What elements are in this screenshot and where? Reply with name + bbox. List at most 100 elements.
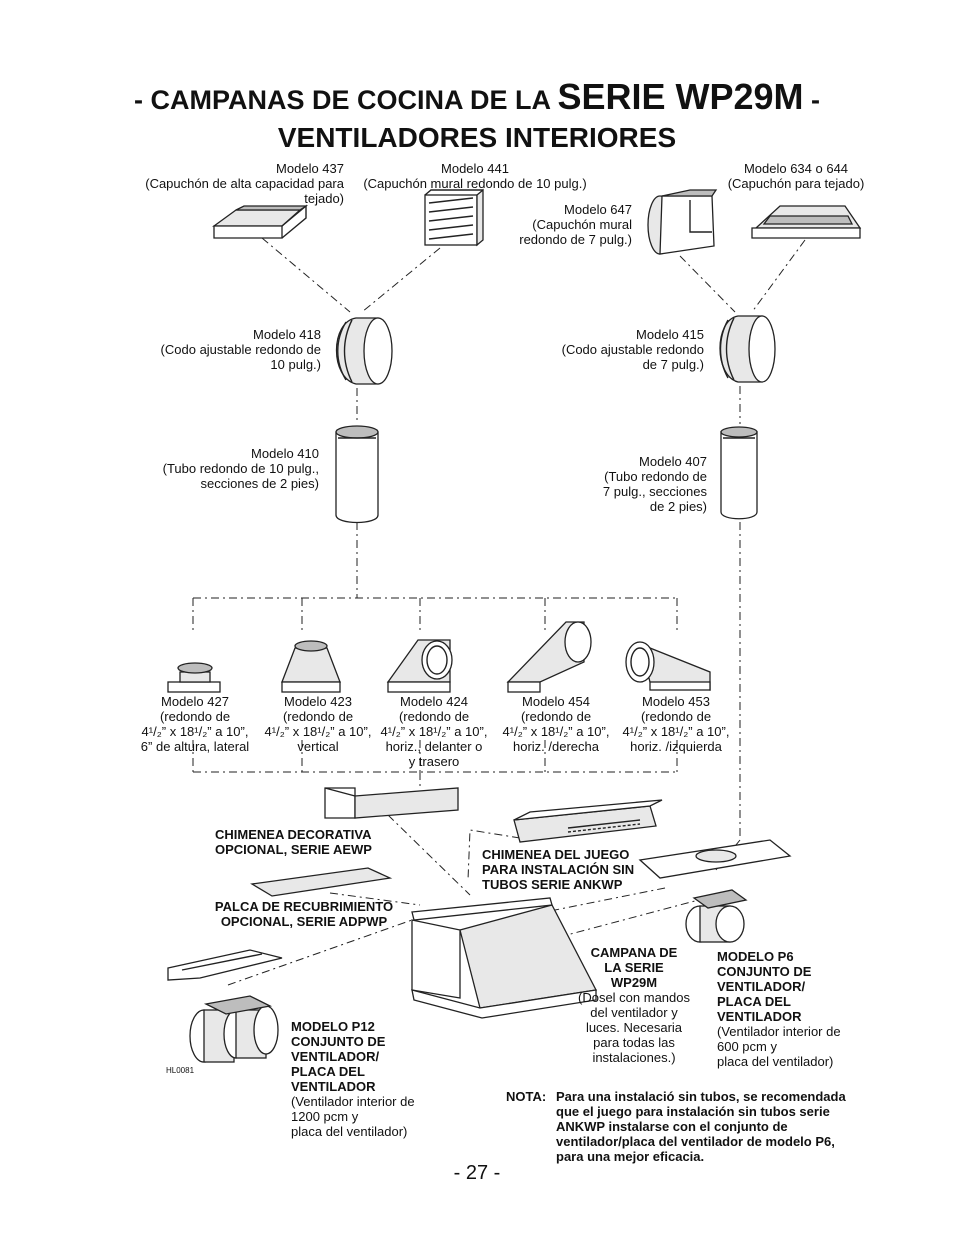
caption-line: CONJUNTO DE <box>717 964 812 979</box>
label-model-634: Modelo 634 o 644 (Capuchón para tejado) <box>716 161 876 191</box>
caption-line: instalaciones.) <box>592 1050 676 1065</box>
caption-p6: MODELO P6 CONJUNTO DE VENTILADOR/ PLACA … <box>717 949 877 1069</box>
page-number: - 27 - <box>453 1162 501 1184</box>
label-model-427: Modelo 427 (redondo de 4¹/₂” x 18¹/₂” a … <box>128 694 262 754</box>
caption-aewp: CHIMENEA DECORATIVA OPCIONAL, SERIE AEWP <box>215 827 395 857</box>
label-model-424: Modelo 424 (redondo de 4¹/₂” x 18¹/₂” a … <box>372 694 496 769</box>
label-line: Modelo 441 <box>441 161 509 176</box>
ankwp-chimney-illustration <box>513 799 663 843</box>
p6-plate-illustration <box>638 839 792 879</box>
adpwp-backsplash-illustration <box>250 867 393 897</box>
aewp-chimney-illustration <box>324 787 459 819</box>
model-453-illustration <box>625 641 711 691</box>
caption-line: MODELO P12 <box>291 1019 375 1034</box>
caption-line: CAMPANA DE <box>590 945 678 960</box>
caption-ankwp: CHIMENEA DEL JUEGO PARA INSTALACIÓN SIN … <box>482 847 662 892</box>
label-line: y trasero <box>408 754 460 769</box>
caption-line: (Ventilador interior de <box>717 1024 841 1039</box>
note-label: NOTA: <box>506 1089 547 1104</box>
caption-line: WP29M <box>610 975 658 990</box>
caption-line: OPCIONAL, SERIE ADPWP <box>220 914 388 929</box>
model-454-illustration <box>506 621 592 693</box>
label-model-423: Modelo 423 (redondo de 4¹/₂” x 18¹/₂” a … <box>256 694 380 754</box>
note-line: ventilador/placa del ventilador de model… <box>556 1134 835 1149</box>
label-model-441: Modelo 441 (Capuchón mural redondo de 10… <box>352 161 598 191</box>
hood-wp29m-illustration <box>411 897 597 1019</box>
caption-line: PARA INSTALACIÓN SIN <box>482 862 635 877</box>
label-line: Modelo 424 <box>400 694 468 709</box>
label-line: Modelo 418 <box>253 327 321 342</box>
label-model-647: Modelo 647 (Capuchón mural redondo de 7 … <box>490 202 632 247</box>
label-line: vertical <box>297 739 339 754</box>
label-line: de 7 pulg.) <box>642 357 704 372</box>
note-line: para una mejor eficacia. <box>556 1149 705 1164</box>
caption-line: del ventilador y <box>590 1005 678 1020</box>
p12-plate-illustration <box>167 949 283 981</box>
label-model-418: Modelo 418 (Codo ajustable redondo de 10… <box>130 327 321 372</box>
caption-line: VENTILADOR <box>291 1079 376 1094</box>
model-410-illustration <box>335 425 379 524</box>
label-model-415: Modelo 415 (Codo ajustable redondo de 7 … <box>530 327 704 372</box>
label-line: 4¹/₂” x 18¹/₂” a 10”, <box>380 724 488 739</box>
figure-code: HL0081 <box>166 1066 195 1075</box>
model-647-illustration <box>647 189 718 255</box>
caption-line: (Ventilador interior de <box>291 1094 415 1109</box>
caption-line: placa del ventilador) <box>291 1124 408 1139</box>
model-427-illustration <box>167 662 221 693</box>
label-line: horiz. /izquierda <box>630 739 722 754</box>
label-line: Modelo 407 <box>639 454 707 469</box>
caption-line: VENTILADOR/ <box>291 1049 380 1064</box>
title-series: SERIE WP29M <box>557 76 804 117</box>
model-424-illustration <box>386 639 453 693</box>
caption-line: CHIMENEA DECORATIVA <box>215 827 372 842</box>
caption-line: TUBOS SERIE ANKWP <box>482 877 623 892</box>
caption-line: PLACA DEL <box>717 994 791 1009</box>
title-prefix: - CAMPANAS DE COCINA DE LA <box>133 85 558 115</box>
label-line: Modelo 453 <box>642 694 710 709</box>
p6-blower-illustration <box>685 889 748 943</box>
caption-line: OPCIONAL, SERIE AEWP <box>215 842 372 857</box>
caption-line: luces. Necesaria <box>585 1020 683 1035</box>
caption-hood-wp29m: CAMPANA DE LA SERIE WP29M (Dosel con man… <box>566 945 702 1065</box>
label-line: tejado) <box>304 191 344 206</box>
label-model-407: Modelo 407 (Tubo redondo de 7 pulg., sec… <box>560 454 707 514</box>
note-line: Para una instalació sin tubos, se recome… <box>556 1089 846 1104</box>
label-line: Modelo 437 <box>276 161 344 176</box>
caption-line: MODELO P6 <box>717 949 794 964</box>
caption-line: CHIMENEA DEL JUEGO <box>482 847 630 862</box>
p12-blower-illustration <box>189 995 279 1063</box>
caption-line: para todas las <box>593 1035 675 1050</box>
label-line: (Capuchón de alta capacidad para <box>145 176 344 191</box>
model-441-illustration <box>424 188 484 247</box>
caption-line: CONJUNTO DE <box>291 1034 386 1049</box>
model-634-illustration <box>751 205 862 239</box>
note-text: Para una instalació sin tubos, se recome… <box>556 1089 886 1164</box>
label-line: (redondo de <box>398 709 470 724</box>
caption-adpwp: PALCA DE RECUBRIMIENTO OPCIONAL, SERIE A… <box>200 899 408 929</box>
label-line: (Codo ajustable redondo de <box>160 342 321 357</box>
label-model-410: Modelo 410 (Tubo redondo de 10 pulg., se… <box>130 446 319 491</box>
label-line: 6” de altura, lateral <box>140 739 250 754</box>
label-line: 7 pulg., secciones <box>602 484 707 499</box>
label-line: (redondo de <box>159 709 231 724</box>
caption-line: VENTILADOR <box>717 1009 802 1024</box>
label-line: secciones de 2 pies) <box>200 476 319 491</box>
model-407-illustration <box>720 426 758 520</box>
page-title: - CAMPANAS DE COCINA DE LA SERIE WP29M - <box>0 76 954 118</box>
model-418-illustration <box>336 317 393 385</box>
caption-line: VENTILADOR/ <box>717 979 806 994</box>
label-model-454: Modelo 454 (redondo de 4¹/₂” x 18¹/₂” a … <box>494 694 618 754</box>
label-line: 4¹/₂” x 18¹/₂” a 10”, <box>264 724 372 739</box>
model-437-illustration <box>212 204 309 239</box>
label-line: horiz. /derecha <box>513 739 599 754</box>
label-line: 10 pulg.) <box>270 357 321 372</box>
caption-line: LA SERIE <box>604 960 664 975</box>
model-423-illustration <box>281 640 341 693</box>
connector-lines <box>192 237 806 986</box>
label-line: Modelo 410 <box>251 446 319 461</box>
label-line: (Tubo redondo de <box>604 469 707 484</box>
label-line: (Capuchón mural redondo de 10 pulg.) <box>363 176 587 191</box>
label-line: (redondo de <box>282 709 354 724</box>
label-line: (Codo ajustable redondo <box>561 342 704 357</box>
